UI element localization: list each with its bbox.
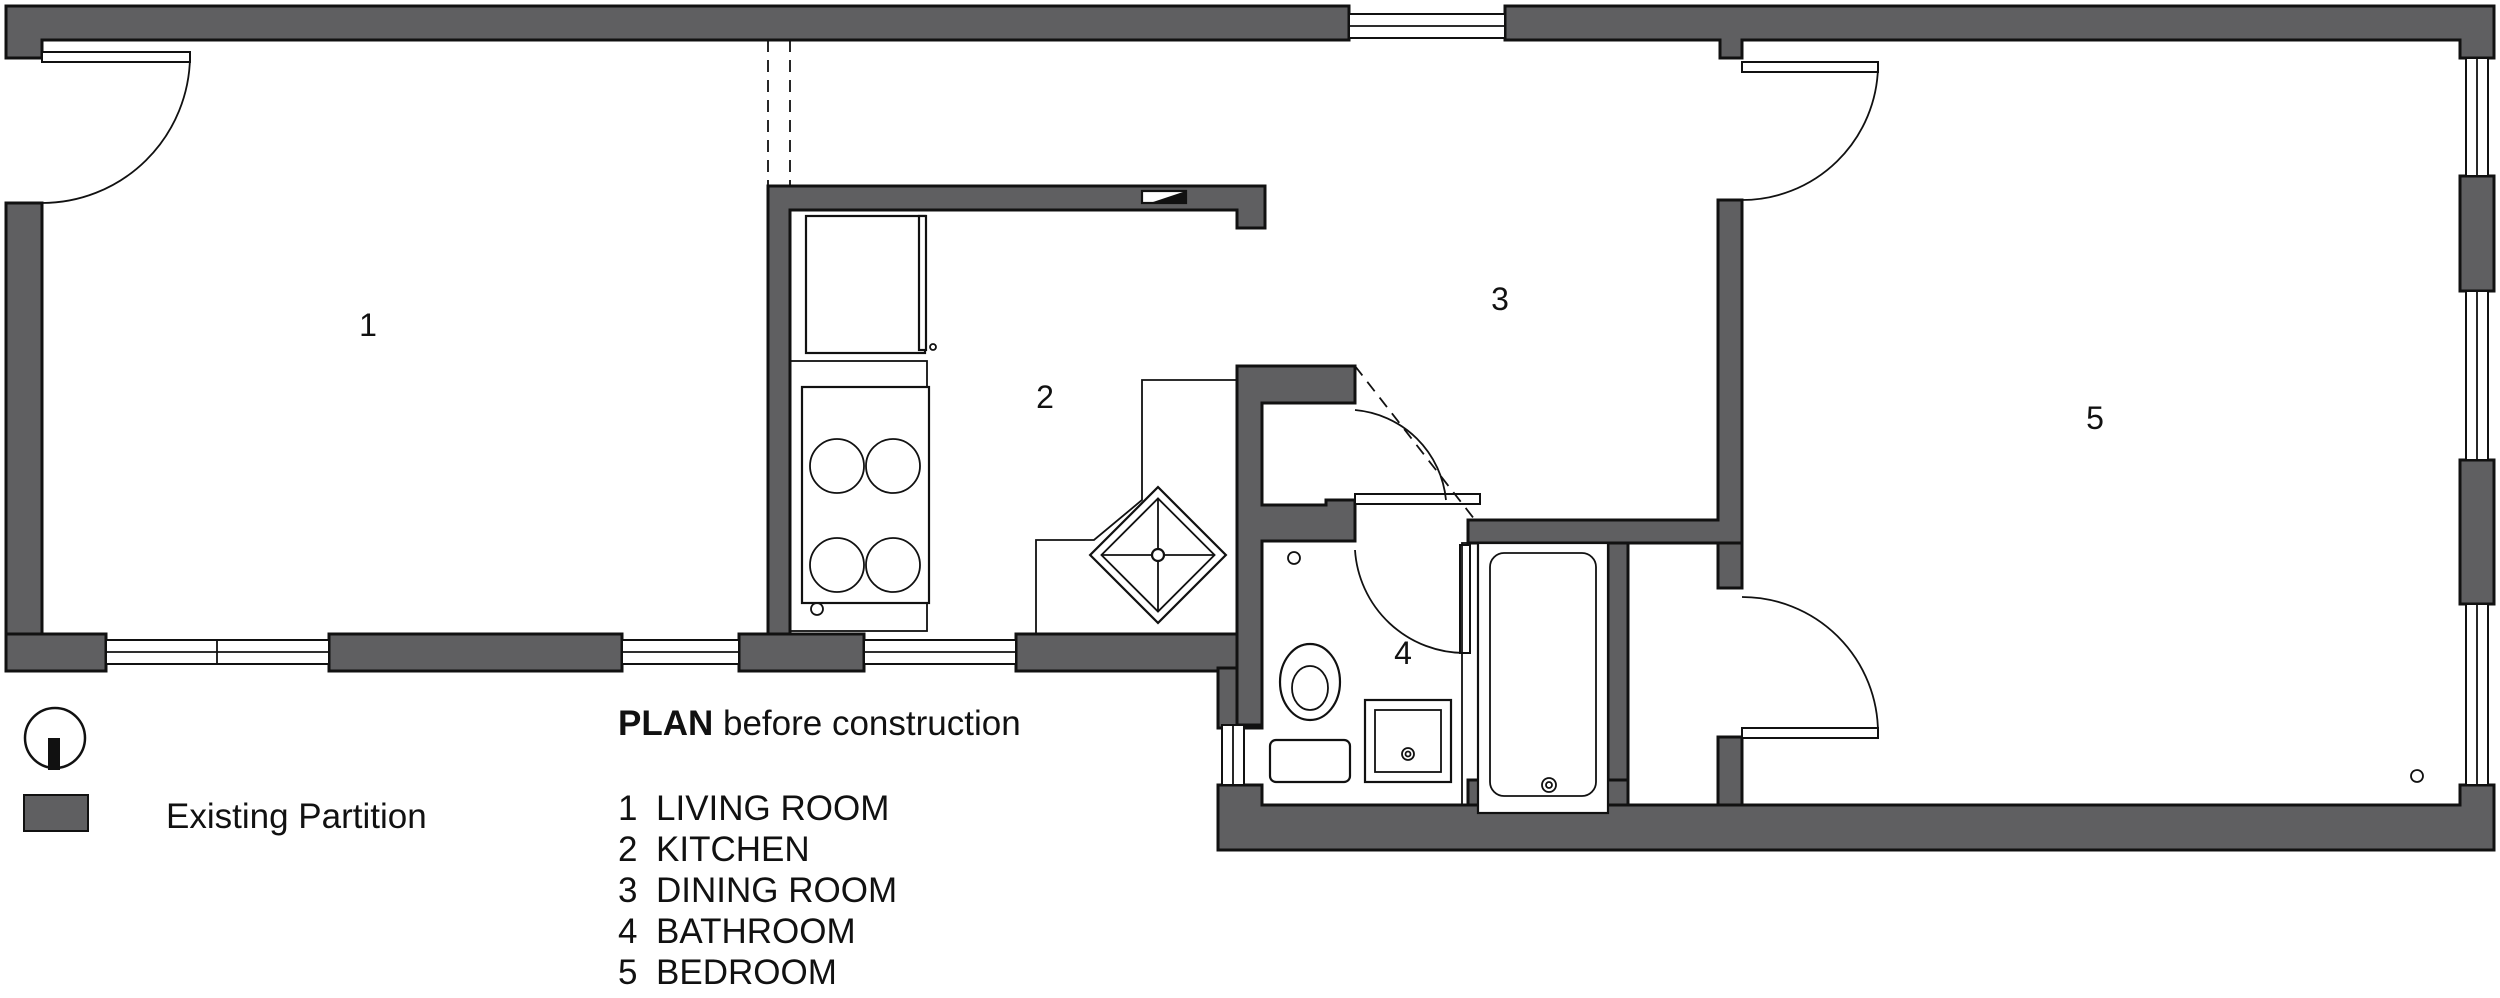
kitchen-sink-counter — [1035, 379, 1237, 634]
door-entry — [41, 51, 191, 204]
stove — [800, 385, 931, 605]
wall-top-right — [1503, 4, 2496, 60]
wall-bedroom-bottom — [1716, 735, 1744, 807]
bathroom-sink — [1363, 698, 1453, 784]
window-bath-side — [1221, 724, 1245, 786]
wall-bottom-left — [4, 632, 108, 673]
door-bedroom-top — [1741, 61, 1879, 201]
room-label-3: 3 — [1491, 281, 1509, 317]
plan-title: PLAN before construction — [618, 704, 1021, 743]
bathtub — [1476, 541, 1610, 815]
wall-bottom-kitchen — [737, 632, 866, 673]
room-label-1: 1 — [359, 307, 377, 343]
range-hood-icon — [1140, 189, 1188, 205]
wall-top-left — [4, 4, 1351, 60]
room-label-5: 5 — [2086, 400, 2104, 436]
window-bottom-kitchen — [863, 639, 1017, 665]
wall-bottom-long — [1216, 783, 2496, 852]
room-label-2: 2 — [1036, 379, 1054, 415]
legend-partition-label: Existing Partition — [166, 797, 427, 836]
kitchen-sink — [1088, 485, 1228, 625]
bedroom-outlet-icon — [2410, 769, 2424, 783]
door-bedroom-side — [1741, 596, 1879, 739]
room-label-4: 4 — [1394, 635, 1412, 671]
wall-bottom-mid — [327, 632, 624, 673]
wall-closet — [1235, 364, 1357, 727]
window-right-mid — [2465, 290, 2489, 461]
bath-edge — [1461, 542, 1479, 806]
wall-bedroom-lower — [1716, 541, 1744, 590]
legend-partition-swatch — [23, 794, 89, 832]
window-bottom-mid — [621, 639, 740, 665]
window-right-top — [2465, 57, 2489, 177]
refrigerator — [804, 214, 937, 355]
wall-right-2 — [2458, 458, 2496, 606]
north-arrow-icon — [23, 706, 87, 770]
bath-drain-icon — [1287, 551, 1301, 565]
wall-dining-bath — [1466, 198, 1744, 545]
plan-title-rest: before construction — [713, 704, 1020, 743]
window-top — [1348, 13, 1506, 39]
wall-bath-divider — [1606, 541, 1630, 807]
window-right-bottom — [2465, 603, 2489, 786]
door-bathroom — [1354, 544, 1471, 654]
kitchen-drain-icon — [810, 602, 824, 616]
wall-right-1 — [2458, 174, 2496, 293]
wall-left — [4, 201, 44, 673]
plan-title-bold: PLAN — [618, 704, 713, 743]
wall-kitchen-partition — [766, 184, 1267, 636]
toilet — [1268, 642, 1352, 784]
window-bottom-left — [105, 639, 330, 665]
door-closet — [1354, 409, 1481, 505]
dashed-door-swing — [1354, 365, 1476, 521]
